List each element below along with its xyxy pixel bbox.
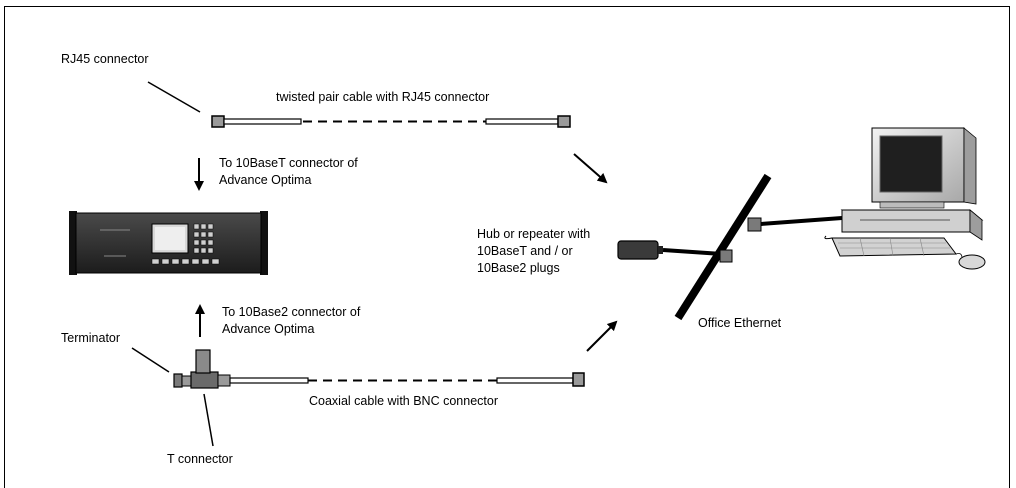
rj45-pointer-line (147, 81, 201, 113)
to-10baset-label-2: Advance Optima (219, 173, 312, 187)
office-ethernet-backbone (674, 173, 843, 321)
arrow-twisted-to-hub (573, 153, 608, 184)
hub-repeater (617, 240, 723, 260)
t-connector (173, 349, 231, 389)
rj45-connector-label: RJ45 connector (61, 52, 149, 66)
office-ethernet-label: Office Ethernet (698, 316, 782, 330)
coaxial-label: Coaxial cable with BNC connector (309, 394, 498, 408)
t-connector-pointer-line (203, 393, 214, 447)
arrow-coax-to-hub (586, 320, 618, 352)
bnc-plug-right (572, 372, 585, 387)
to-10base2-label-1: To 10Base2 connector of (222, 305, 361, 319)
twisted-pair-label: twisted pair cable with RJ45 connector (276, 90, 490, 104)
advance-optima-device (69, 211, 268, 275)
coaxial-cable (229, 372, 585, 387)
diagram-frame (4, 6, 1010, 488)
terminator-label: Terminator (61, 331, 121, 345)
terminator-pointer-line (131, 347, 170, 373)
rj45-plug-left (211, 115, 225, 128)
office-computer (824, 127, 986, 270)
hub-label-2: 10BaseT and / or (477, 244, 573, 258)
rj45-plug-right (557, 115, 571, 128)
t-connector-label: T connector (167, 452, 233, 466)
twisted-pair-cable (211, 115, 571, 128)
mouse (958, 254, 986, 270)
hub-label-3: 10Base2 plugs (477, 261, 560, 275)
to-10baset-label-1: To 10BaseT connector of (219, 156, 358, 170)
to-10base2-label-2: Advance Optima (222, 322, 315, 336)
hub-label-1: Hub or repeater with (477, 227, 591, 241)
